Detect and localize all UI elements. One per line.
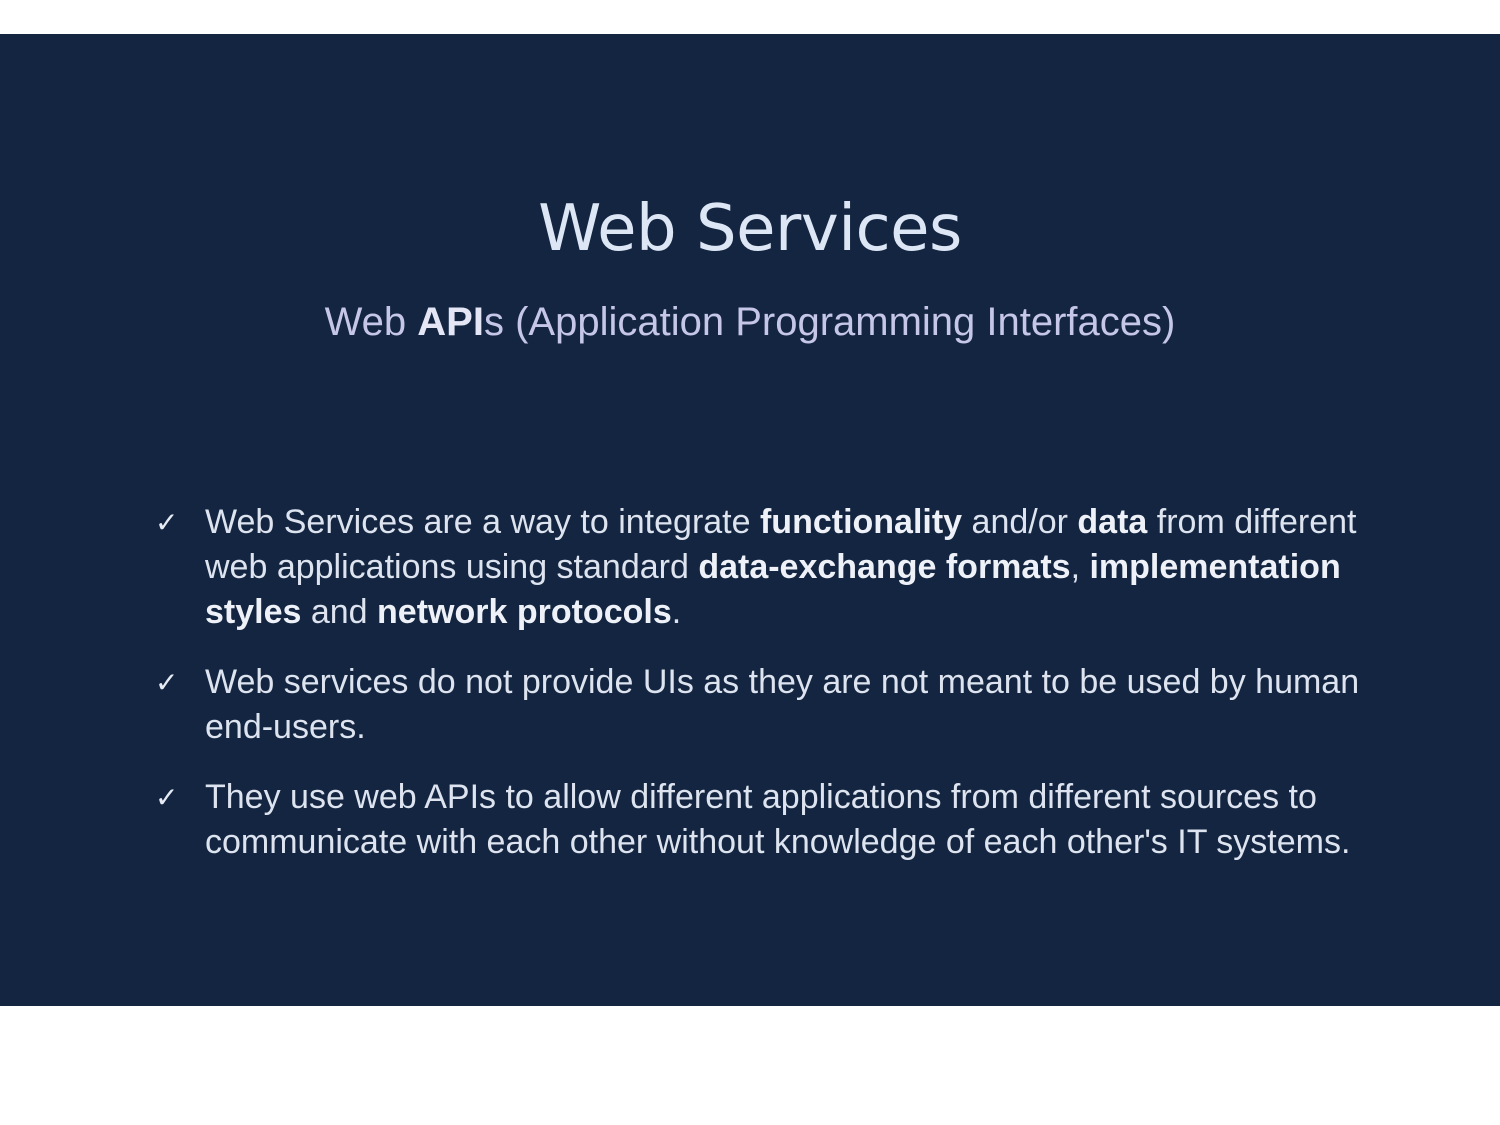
bold-run: functionality [759,503,963,541]
bold-run: data-exchange formats [698,548,1071,586]
bold-run: network protocols [377,593,672,631]
subtitle-bold: API [417,300,484,344]
bullet-item: ✓ They use web APIs to allow different a… [155,775,1385,865]
bold-run: implementation styles [205,548,1341,631]
text-run: Web Services are a way to integrate [205,503,760,541]
bold-run: data [1077,503,1148,541]
text-run: and [301,593,378,631]
bullet-item: ✓ Web services do not provide UIs as the… [155,660,1385,750]
subtitle-pre: Web [324,300,418,344]
bullet2-text: Web services do not provide UIs as they … [205,663,1360,746]
text-run: and/or [962,503,1078,541]
slide: Web Services Web APIs (Application Progr… [0,34,1500,1006]
text-run: from different web applications using st… [205,503,1357,586]
bullet1-text: Web Services are a way to integrate func… [205,503,1356,631]
bullet-list: ✓ Web Services are a way to integrate fu… [155,500,1385,890]
subtitle-post: s (Application Programming Interfaces) [483,300,1176,344]
slide-title: Web Services [538,192,962,266]
text-run: . [671,593,682,631]
text-run: , [1070,548,1090,586]
checkmark-icon: ✓ [155,666,179,699]
slide-subtitle: Web APIs (Application Programming Interf… [0,300,1500,345]
bullet3-text: They use web APIs to allow different app… [205,778,1351,861]
bullet-item: ✓ Web Services are a way to integrate fu… [155,500,1385,635]
checkmark-icon: ✓ [155,781,179,814]
checkmark-icon: ✓ [155,506,179,539]
